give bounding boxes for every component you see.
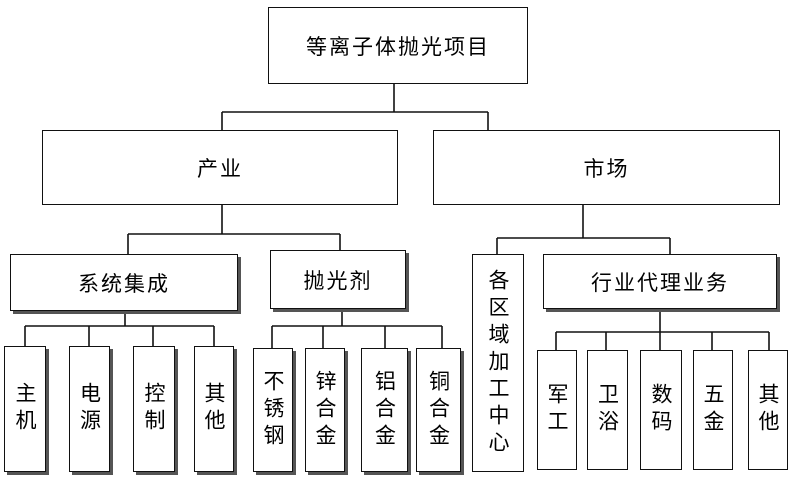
leaf-other-system-label: 其他 <box>202 382 226 436</box>
leaf-digital-label: 数码 <box>649 383 673 437</box>
leaf-host: 主机 <box>4 346 46 472</box>
market-label: 市场 <box>583 156 630 181</box>
agency-node: 行业代理业务 <box>543 254 777 309</box>
root-node: 等离子体抛光项目 <box>268 7 528 84</box>
leaf-control: 控制 <box>133 346 175 472</box>
polishing-agent-label: 抛光剂 <box>303 268 373 293</box>
leaf-power: 电源 <box>69 346 110 472</box>
leaf-hardware: 五金 <box>693 350 733 470</box>
leaf-sanitary-label: 卫浴 <box>595 383 620 437</box>
system-integration-label: 系统集成 <box>78 271 170 296</box>
leaf-aluminum-alloy: 铝合金 <box>361 348 408 472</box>
leaf-sanitary: 卫浴 <box>587 350 628 470</box>
leaf-digital: 数码 <box>640 350 682 470</box>
leaf-aluminum-alloy-label: 铝合金 <box>372 369 397 451</box>
leaf-other-system: 其他 <box>194 346 234 472</box>
root-label: 等离子体抛光项目 <box>306 34 490 59</box>
leaf-military: 军工 <box>537 350 577 470</box>
leaf-military-label: 军工 <box>545 383 569 437</box>
leaf-power-label: 电源 <box>77 382 102 436</box>
regional-center-label: 各区域加工中心 <box>486 268 510 458</box>
market-node: 市场 <box>433 130 780 205</box>
leaf-zinc-alloy: 锌合金 <box>305 348 345 472</box>
leaf-other-agency: 其他 <box>748 350 788 470</box>
leaf-other-agency-label: 其他 <box>756 383 780 437</box>
regional-center-node: 各区域加工中心 <box>472 254 524 472</box>
polishing-agent-node: 抛光剂 <box>270 250 406 309</box>
leaf-stainless-steel: 不锈钢 <box>253 348 293 472</box>
system-integration-node: 系统集成 <box>10 254 238 311</box>
leaf-hardware-label: 五金 <box>701 383 725 437</box>
leaf-copper-alloy: 铜合金 <box>416 348 461 472</box>
leaf-stainless-steel-label: 不锈钢 <box>261 369 285 451</box>
industry-label: 产业 <box>197 156 243 181</box>
industry-node: 产业 <box>42 130 398 205</box>
agency-label: 行业代理业务 <box>591 270 729 295</box>
leaf-control-label: 控制 <box>142 382 166 436</box>
leaf-zinc-alloy-label: 锌合金 <box>313 369 337 451</box>
leaf-copper-alloy-label: 铜合金 <box>426 369 451 451</box>
leaf-host-label: 主机 <box>13 382 37 436</box>
